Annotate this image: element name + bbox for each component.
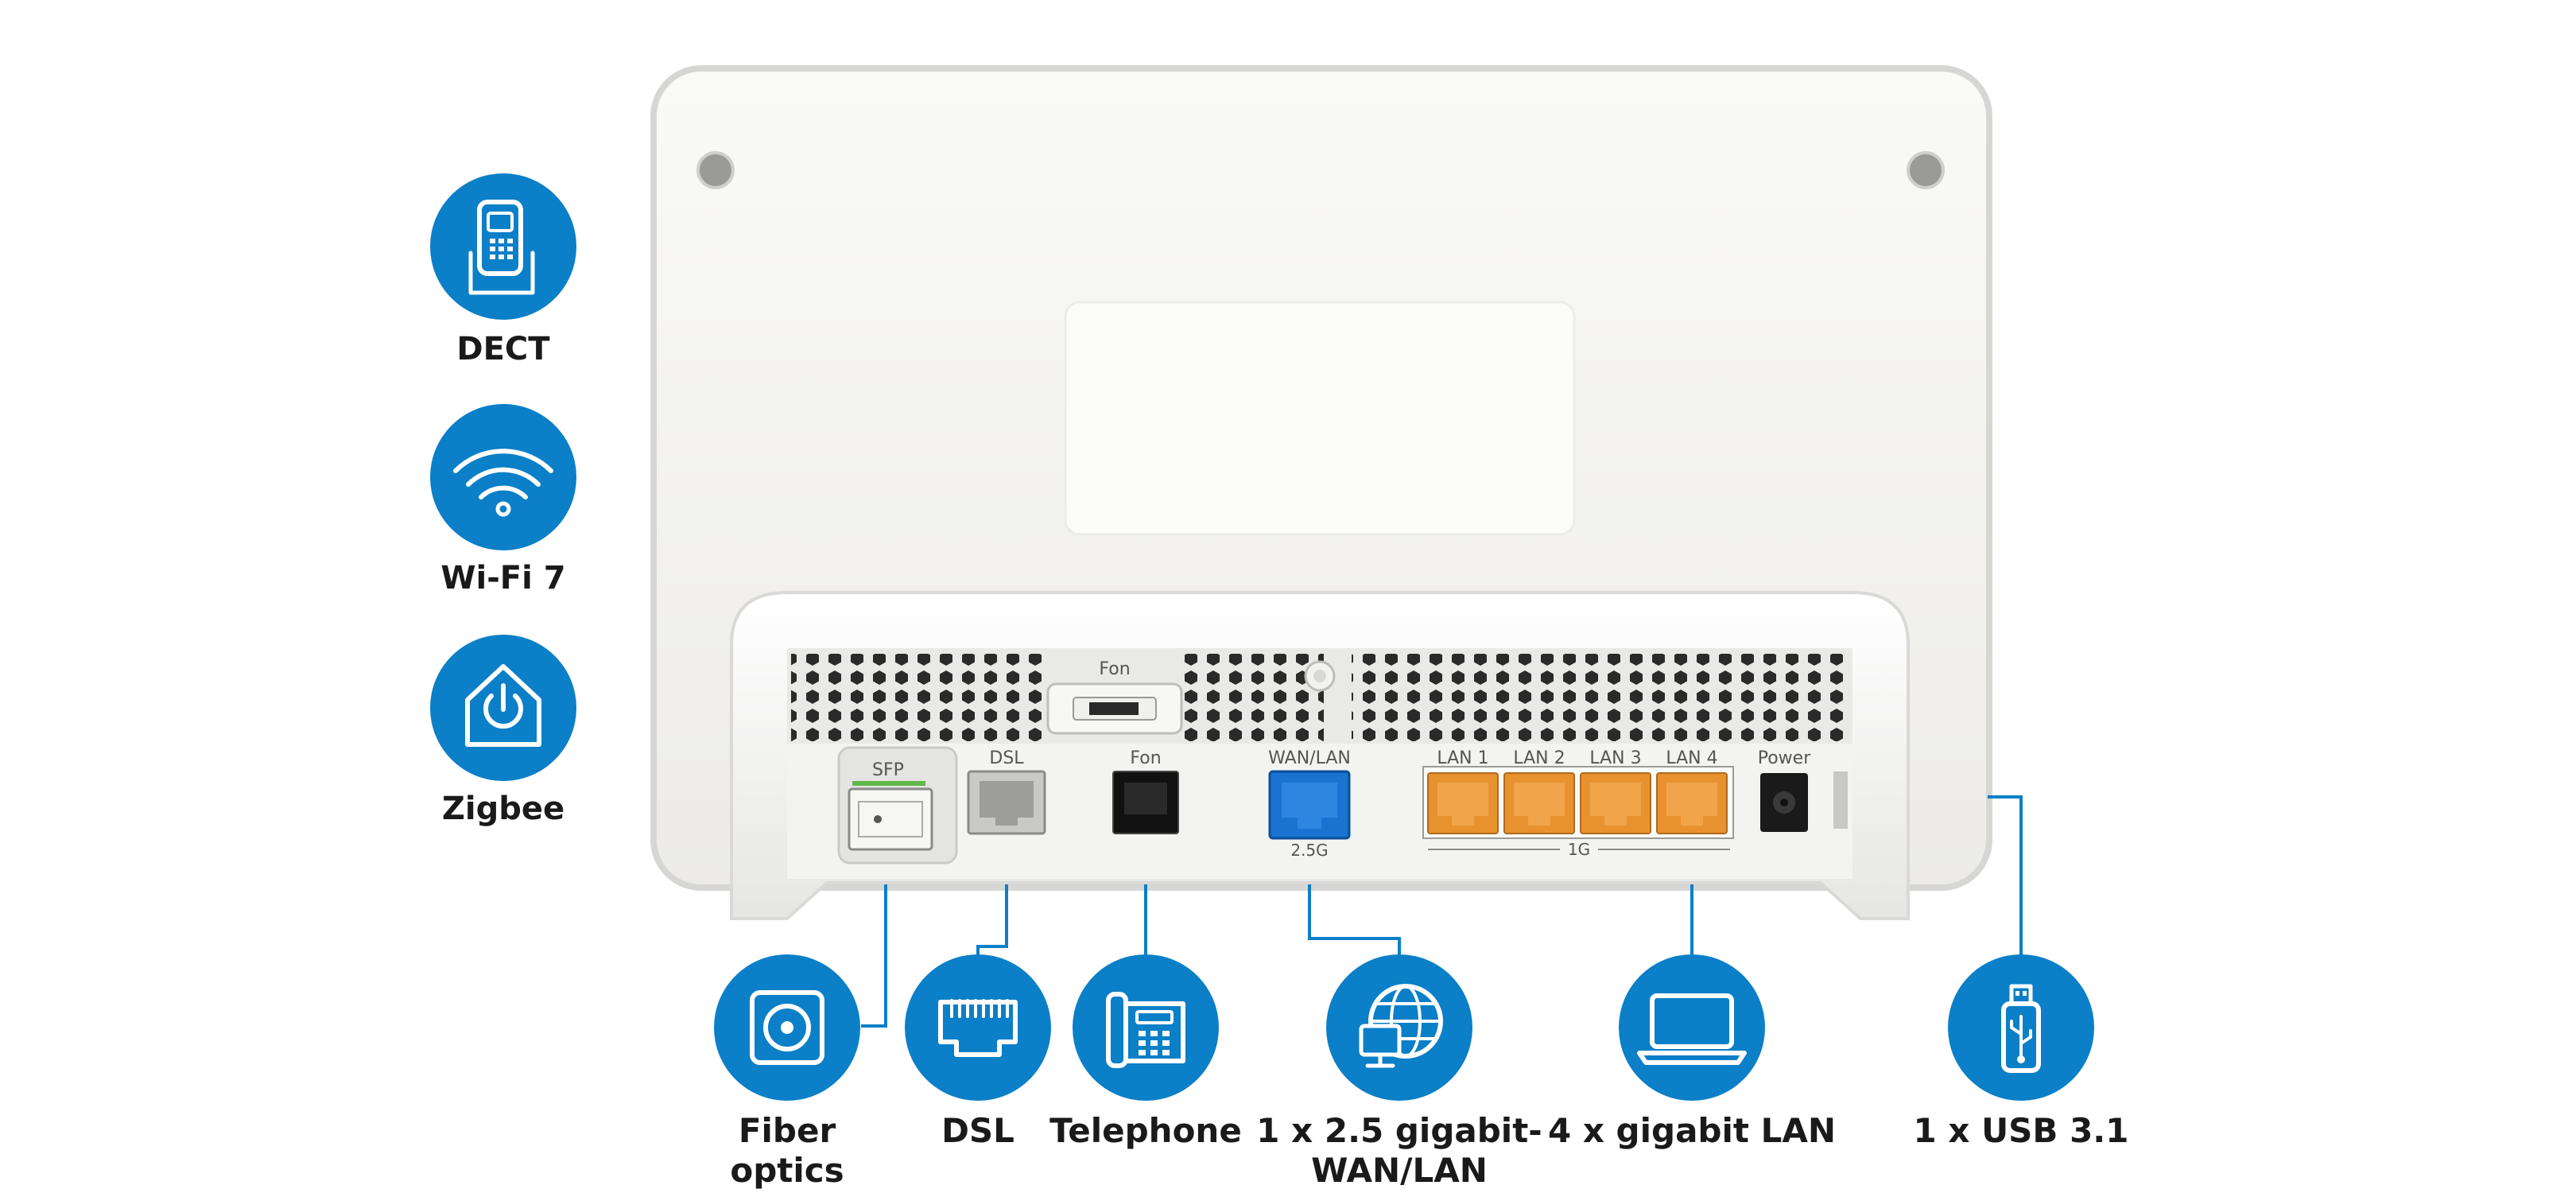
lan4-port-label: LAN 4 xyxy=(1666,748,1717,768)
connection-wan-lan-line2: WAN/LAN xyxy=(1311,1151,1488,1190)
fon-top-label: Fon xyxy=(1099,659,1130,679)
wan-lan-port-tab xyxy=(1298,818,1321,829)
usb-port[interactable] xyxy=(1833,771,1848,829)
feature-label-dect: DECT xyxy=(456,331,550,367)
laptop-icon xyxy=(1637,993,1747,1065)
sfp-label: SFP xyxy=(872,760,904,780)
dect-phone-icon xyxy=(468,200,535,295)
connection-dsl-line1: DSL xyxy=(941,1111,1014,1150)
connection-lan-line1: 4 x gigabit LAN xyxy=(1548,1111,1836,1150)
reset-button-core xyxy=(1313,670,1326,682)
wifi-icon xyxy=(453,449,553,517)
vent-grille-right xyxy=(1352,654,1849,741)
power-port-pin xyxy=(1780,799,1788,806)
connection-usb-line1: 1 x USB 3.1 xyxy=(1914,1111,2129,1150)
sfp-port[interactable] xyxy=(848,787,933,851)
power-port-label: Power xyxy=(1758,748,1811,768)
lan3-port[interactable] xyxy=(1580,772,1651,834)
screw-right xyxy=(1907,151,1945,189)
lan-speed-label: 1G xyxy=(1568,840,1590,859)
lan3-port-label: LAN 3 xyxy=(1589,748,1641,768)
connection-wan-lan: 1 x 2.5 gigabit- WAN/LAN xyxy=(1256,954,1542,1190)
lan1-port[interactable] xyxy=(1427,772,1499,834)
label-plate xyxy=(1064,301,1576,536)
dsl-port-label: DSL xyxy=(989,748,1024,768)
screw-left xyxy=(696,151,735,189)
vent-grille-left xyxy=(791,654,1049,741)
fon-port-label: Fon xyxy=(1130,748,1161,768)
usb-stick-icon xyxy=(2001,984,2041,1073)
dsl-port-icon xyxy=(938,999,1018,1057)
connection-usb: 1 x USB 3.1 xyxy=(1914,954,2129,1150)
lan4-port[interactable] xyxy=(1656,772,1728,834)
connection-telephone-line1: Telephone xyxy=(1049,1111,1242,1150)
sfp-indicator xyxy=(852,781,925,786)
dsl-port-tab xyxy=(995,816,1018,826)
router-device: Fon SFP DSL Fon WAN/LAN 2.5G LAN 1 LAN 2… xyxy=(650,65,1992,920)
globe-network-icon xyxy=(1359,984,1443,1068)
feature-zigbee: Zigbee xyxy=(430,635,576,827)
fon-port-socket xyxy=(1124,783,1167,814)
sfp-port-dot xyxy=(874,815,882,823)
telephone-icon xyxy=(1106,992,1185,1068)
fon-top-port-contacts xyxy=(1089,702,1139,715)
connection-dsl: DSL xyxy=(905,954,1051,1150)
feature-label-wifi: Wi-Fi 7 xyxy=(440,560,565,596)
wan-lan-port-socket xyxy=(1282,783,1337,818)
wan-lan-port-label: WAN/LAN xyxy=(1268,748,1351,768)
connection-wan-lan-line1: 1 x 2.5 gigabit- xyxy=(1256,1111,1542,1150)
lan2-port[interactable] xyxy=(1503,772,1575,834)
vent-grille-mid xyxy=(1185,654,1324,741)
lan2-port-label: LAN 2 xyxy=(1513,748,1565,768)
fiber-optic-icon xyxy=(750,990,824,1065)
sfp-port-inner xyxy=(858,801,923,837)
connection-fiber: Fiber optics xyxy=(714,954,860,1190)
wan-speed-label: 2.5G xyxy=(1290,841,1328,860)
feature-dect: DECT xyxy=(430,173,576,367)
connection-telephone: Telephone xyxy=(1049,954,1242,1150)
lan1-port-label: LAN 1 xyxy=(1437,748,1488,768)
smart-home-icon xyxy=(465,664,541,747)
connection-lan: 4 x gigabit LAN xyxy=(1548,954,1836,1150)
feature-label-zigbee: Zigbee xyxy=(442,791,564,827)
connection-fiber-line2: optics xyxy=(730,1151,844,1190)
feature-wifi: Wi-Fi 7 xyxy=(430,404,576,596)
dsl-port-socket xyxy=(980,781,1034,818)
connection-fiber-line1: Fiber xyxy=(739,1111,836,1150)
